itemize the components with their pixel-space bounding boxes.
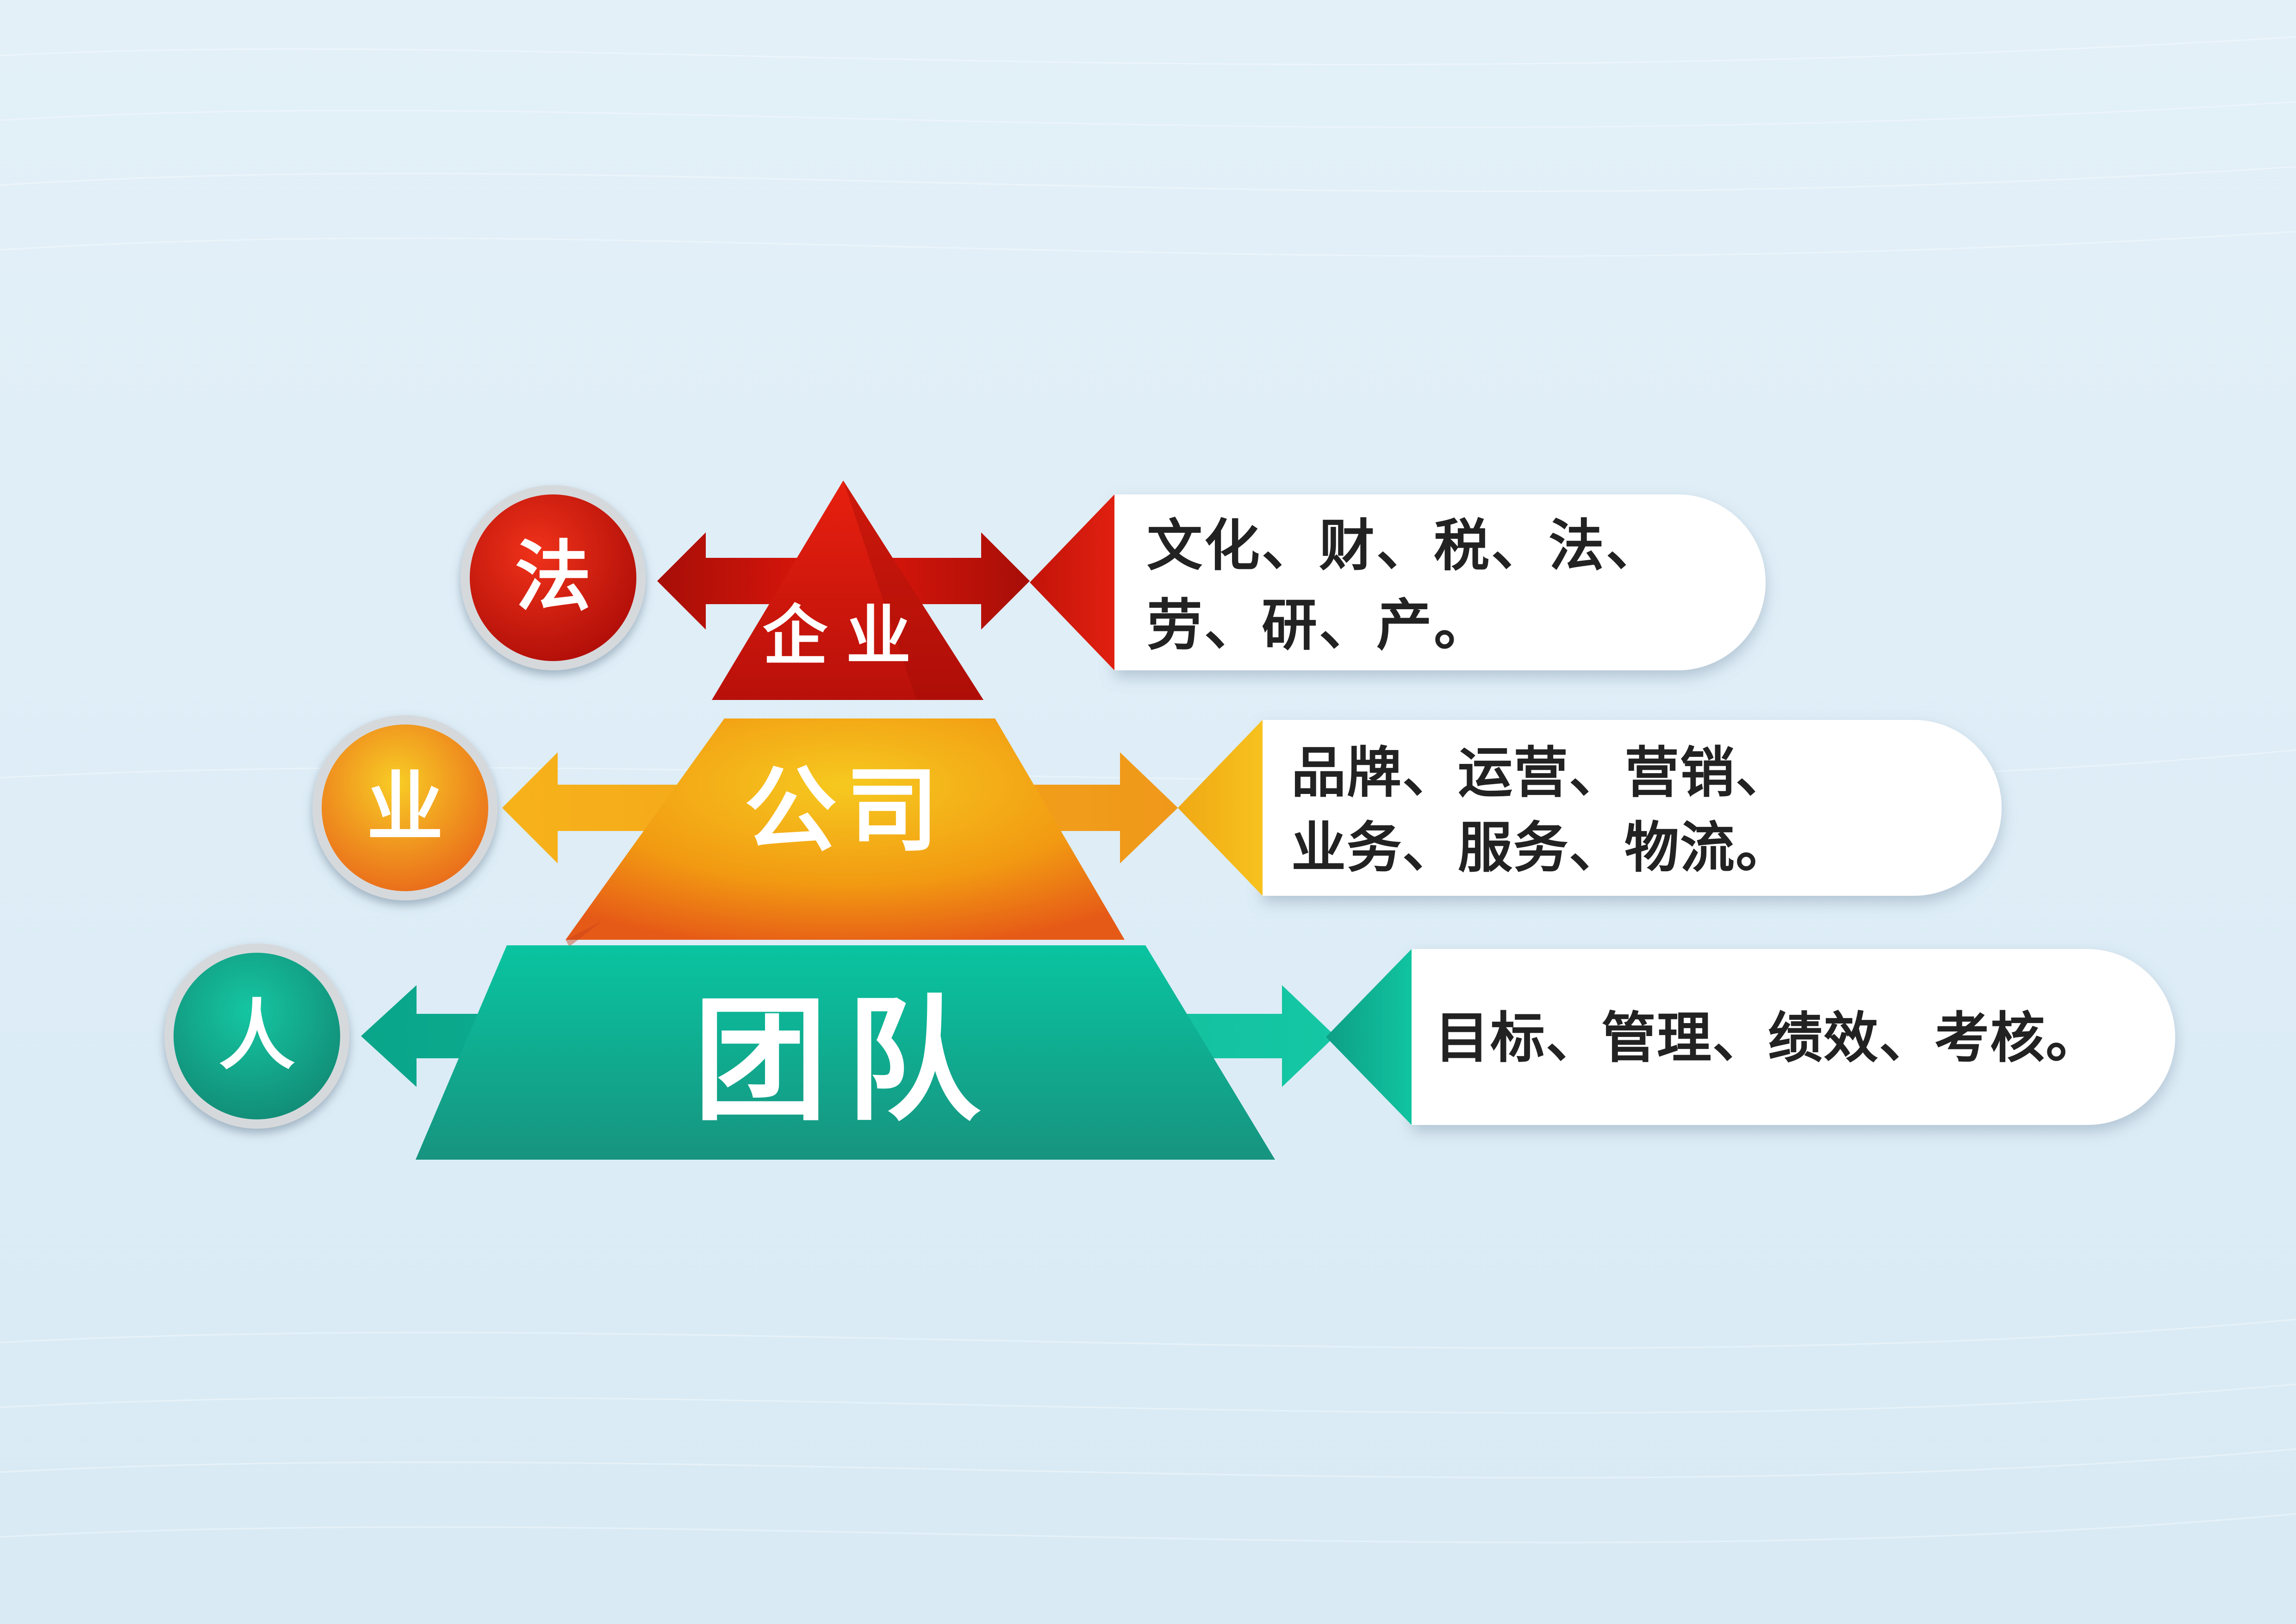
top-box-line-1: 文化、财、税、法、 <box>1147 514 1663 578</box>
middle-box-line-1: 品牌、运营、营销、 <box>1291 741 1791 805</box>
middle-circle <box>322 725 488 891</box>
layer-label-bottom: 团队 <box>693 983 999 1139</box>
circle-label-bottom: 人 <box>219 991 295 1080</box>
top-callout-notch <box>1030 494 1114 670</box>
layer-middle <box>312 715 2002 947</box>
middle-trapezoid-shadow-left <box>566 921 602 947</box>
top-circle <box>470 494 636 661</box>
bottom-box-line-1: 目标、管理、绩效、考核。 <box>1435 1006 2101 1070</box>
top-triangle <box>712 481 983 700</box>
layer-label-middle: 公司 <box>744 757 948 865</box>
bottom-callout-notch <box>1326 949 1412 1125</box>
top-box-line-2: 劳、研、产。 <box>1147 593 1491 658</box>
middle-box-line-2: 业务、服务、物流。 <box>1291 816 1791 880</box>
middle-callout-box <box>1263 720 2002 896</box>
bottom-callout-box <box>1412 949 2175 1125</box>
circle-label-middle: 业 <box>367 763 443 852</box>
circle-label-top: 法 <box>515 532 591 621</box>
bottom-trapezoid <box>416 945 1275 1160</box>
layer-label-top: 企业 <box>763 599 929 674</box>
top-triangle-shade <box>843 481 983 700</box>
middle-trapezoid <box>566 718 1125 940</box>
layer-bottom <box>164 943 2175 1160</box>
layer-top <box>460 481 1766 700</box>
top-callout-box <box>1114 494 1766 670</box>
middle-callout-notch <box>1178 720 1263 896</box>
bottom-circle <box>174 953 340 1119</box>
background-wave-lines <box>0 36 2296 1543</box>
